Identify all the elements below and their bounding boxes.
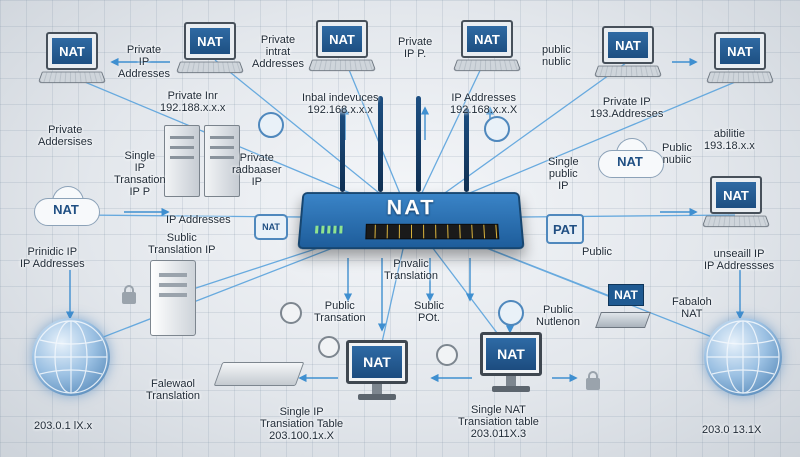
shield-icon — [258, 112, 284, 138]
server-tower — [150, 260, 196, 336]
security-icon — [280, 302, 302, 324]
nat-laptop-top-left[interactable]: NAT — [37, 32, 107, 92]
router-leds — [314, 225, 344, 234]
nat-box: NAT — [608, 284, 644, 306]
nat-label: NAT — [467, 26, 507, 52]
nat-laptop-top-2[interactable]: NAT — [175, 22, 245, 82]
nat-label: NAT — [322, 26, 362, 52]
nat-label: NAT — [608, 32, 648, 58]
router-antenna — [416, 96, 421, 192]
security-icon — [436, 344, 458, 366]
router-antenna — [464, 108, 469, 192]
nat-label: NAT — [617, 154, 643, 169]
nat-monitor-bottom-left[interactable]: NAT — [346, 340, 408, 406]
nat-label: NAT — [262, 222, 280, 232]
label-public-right: Public — [582, 246, 612, 258]
nat-laptop-top-right[interactable]: NAT — [705, 32, 775, 92]
nat-monitor-bottom-right[interactable]: NAT — [480, 332, 542, 398]
network-switch-small — [595, 312, 651, 328]
nat-laptop-right[interactable]: NAT — [701, 176, 771, 236]
nat-label: NAT — [720, 38, 760, 64]
internet-globe-left — [32, 318, 110, 396]
nat-label: NAT — [52, 38, 92, 64]
nat-cloud-right: NAT — [598, 138, 664, 178]
nat-label: NAT — [716, 182, 756, 208]
router-antenna — [378, 96, 383, 192]
router-antenna — [340, 108, 345, 192]
nat-cloud-left: NAT — [34, 186, 100, 226]
lock-icon — [122, 285, 136, 304]
server-rack-2 — [204, 125, 240, 197]
nat-label: NAT — [486, 338, 536, 370]
nat-label: NAT — [53, 202, 79, 217]
internet-globe-right — [704, 318, 782, 396]
nat-label: NAT — [352, 346, 402, 378]
nat-label: NAT — [614, 288, 638, 302]
pat-label: PAT — [552, 221, 578, 237]
lock-icon — [586, 371, 600, 390]
router-ports — [365, 223, 500, 240]
label-ip-bottom-left: 203.0.1 lX.x — [34, 420, 93, 432]
nat-router[interactable]: NAT — [297, 192, 525, 250]
nat-laptop-top-5[interactable]: NAT — [593, 26, 663, 86]
nat-laptop-top-4[interactable]: NAT — [452, 20, 522, 80]
pat-badge: PAT — [546, 214, 584, 244]
nat-badge: NAT — [254, 214, 288, 240]
shield-icon — [498, 300, 524, 326]
router-title: NAT — [386, 195, 436, 220]
network-switch-bottom — [213, 362, 305, 386]
security-icon — [318, 336, 340, 358]
label-ip-addresses-left: IP Addresses — [166, 214, 231, 226]
nat-laptop-top-3[interactable]: NAT — [307, 20, 377, 80]
server-rack-1 — [164, 125, 200, 197]
shield-icon — [484, 116, 510, 142]
nat-label: NAT — [190, 28, 230, 54]
label-ip-bottom-right: 203.0 13.1X — [702, 424, 762, 436]
